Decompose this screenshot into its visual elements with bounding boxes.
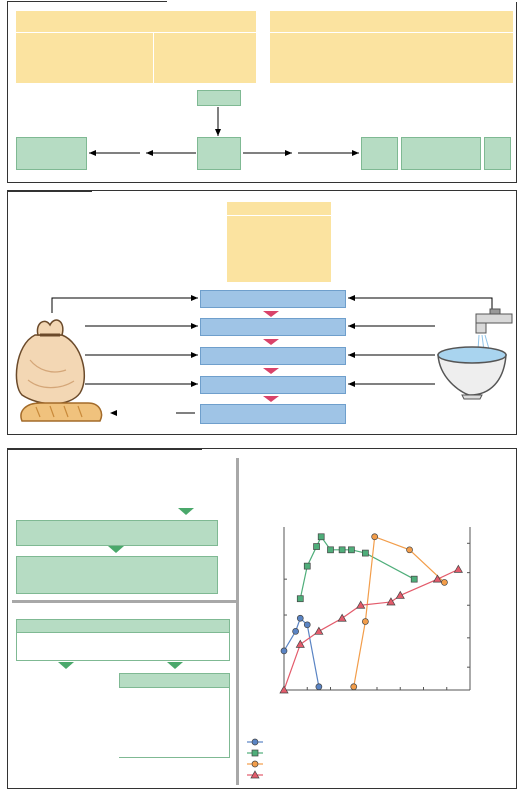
- water-bowl-icon: [437, 346, 507, 400]
- series-4-point: [386, 597, 396, 606]
- table-column-divider: [153, 33, 154, 83]
- series-4-point: [395, 590, 405, 599]
- green-down-marker-1: [178, 508, 194, 515]
- series-4-point: [432, 574, 443, 583]
- series-2-point: [362, 549, 369, 557]
- center-process-box: [197, 137, 241, 170]
- series-line-3: [353, 535, 445, 687]
- bread-loaf-icon: [20, 402, 103, 422]
- step-box-1: [200, 290, 346, 308]
- series-1-point: [315, 683, 323, 691]
- table-header-row: [16, 619, 230, 633]
- table-header-row: [16, 11, 256, 33]
- middle-panel: [7, 190, 517, 435]
- series-1-point: [303, 621, 311, 629]
- series-4-point: [356, 600, 366, 609]
- series-4-point: [279, 685, 289, 694]
- step-marker-4: [263, 396, 279, 402]
- lower-left-box-1: [16, 520, 218, 546]
- series-2-point: [313, 543, 320, 550]
- step-marker-1: [263, 311, 279, 317]
- legend-marker-3: [251, 760, 259, 768]
- step-box-3: [200, 347, 346, 365]
- series-3-point: [362, 618, 369, 625]
- table-header-row: [270, 11, 513, 33]
- table-header-row: [119, 673, 230, 688]
- series-line-4: [283, 568, 459, 691]
- middle-yellow-table: [227, 202, 331, 282]
- flour-sack-icon: [15, 319, 85, 405]
- series-3-point: [371, 533, 379, 541]
- series-1-point: [292, 627, 299, 635]
- legend-marker-2: [251, 749, 259, 757]
- table-header-row: [227, 202, 331, 216]
- series-2-point: [327, 546, 334, 554]
- series-2-point: [296, 595, 304, 603]
- output-arrowhead: [110, 410, 117, 416]
- vertical-divider: [236, 458, 239, 785]
- series-4-point: [295, 639, 305, 648]
- top-panel-arrows: [89, 107, 359, 156]
- lower-left-table: [16, 619, 230, 661]
- series-1-point: [280, 647, 288, 655]
- right-product-box-2: [401, 137, 481, 170]
- step-box-5: [200, 404, 346, 424]
- middle-panel-tab-line: [7, 190, 92, 192]
- series-3-point: [406, 546, 413, 554]
- top-panel: [7, 2, 517, 183]
- bottom-panel: [7, 448, 517, 789]
- series-4-point: [314, 626, 324, 635]
- right-product-box-1: [361, 137, 398, 170]
- series-1-point: [296, 614, 304, 622]
- bottom-left-markers: [58, 508, 194, 669]
- step-marker-3: [263, 368, 279, 374]
- step-marker-2: [263, 339, 279, 345]
- top-panel-tab-line: [7, 1, 167, 2]
- chart-legend: [247, 738, 263, 779]
- top-right-yellow-table: [270, 11, 513, 83]
- horizontal-divider: [12, 600, 236, 603]
- right-product-box-3: [484, 137, 511, 170]
- series-3-point: [441, 579, 448, 586]
- flour-top-arrow: [51, 295, 198, 313]
- legend-marker-4: [250, 770, 260, 779]
- green-down-marker-4: [167, 662, 183, 669]
- series-2-point: [348, 546, 355, 554]
- series-3-point: [350, 683, 358, 691]
- legend-marker-1: [251, 738, 259, 746]
- green-down-marker-3: [58, 662, 74, 669]
- green-down-marker-2: [108, 546, 124, 553]
- series-2-point: [317, 533, 325, 541]
- bottom-panel-tab-line: [7, 448, 202, 450]
- left-product-box: [16, 137, 87, 170]
- line-chart: [247, 527, 471, 779]
- chart-axes: [283, 527, 471, 691]
- lower-right-table: [119, 673, 230, 758]
- series-4-point: [453, 564, 463, 573]
- step-box-4: [200, 376, 346, 394]
- water-faucet-icon: [475, 308, 513, 352]
- series-4-point: [337, 613, 347, 622]
- chart-series: [279, 533, 463, 694]
- step-box-2: [200, 318, 346, 336]
- top-left-yellow-table: [16, 11, 256, 83]
- series-2-point: [338, 546, 346, 554]
- lower-left-box-2: [16, 556, 218, 594]
- series-2-point: [410, 575, 418, 583]
- small-source-box: [197, 90, 241, 106]
- water-top-arrow: [348, 295, 493, 310]
- series-2-point: [303, 562, 311, 570]
- middle-panel-graphics: [15, 295, 513, 422]
